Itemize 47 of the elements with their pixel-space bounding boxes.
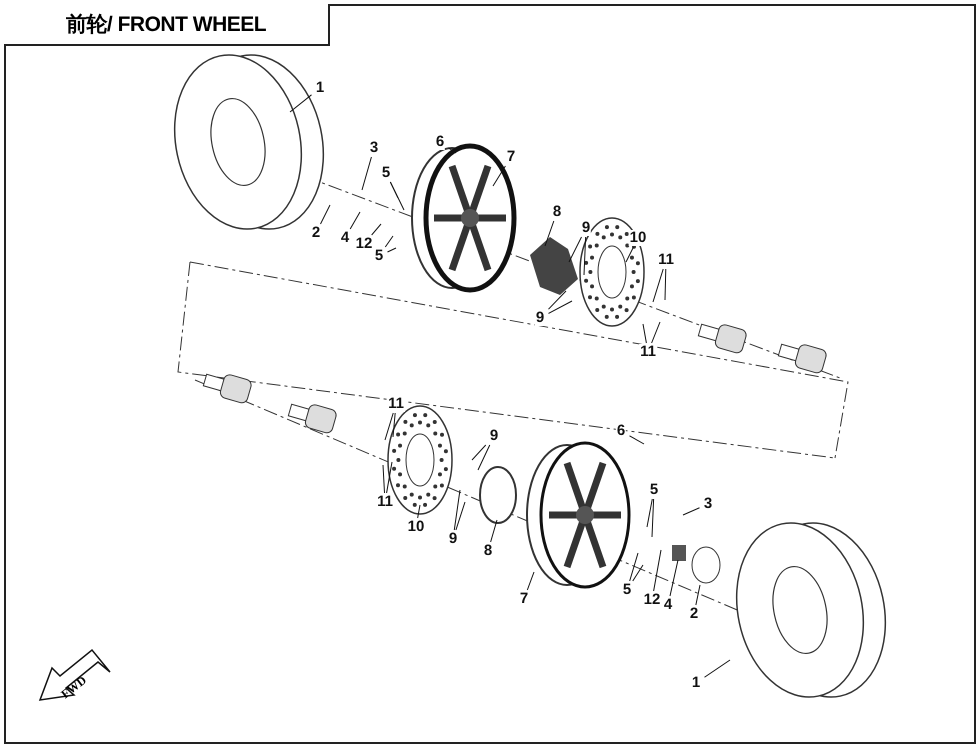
leader-line (390, 182, 404, 210)
leader-line (492, 166, 506, 186)
leader-line (653, 550, 662, 592)
leader-line (526, 572, 534, 590)
leader-line (652, 498, 654, 538)
leader-line (646, 498, 653, 528)
leader-line (544, 220, 554, 246)
leader-line (629, 435, 644, 444)
leader-line (664, 268, 666, 300)
leader-line (695, 584, 700, 606)
leader-line (670, 560, 678, 596)
leader-line (490, 520, 498, 542)
leader-line (629, 552, 638, 582)
leader-line (652, 268, 664, 302)
leader-line (626, 246, 634, 262)
leader-line (392, 412, 396, 438)
leader-line (472, 444, 486, 460)
leader-line (371, 224, 382, 236)
callout-number: 6 (434, 134, 446, 150)
leader-line (448, 147, 456, 154)
title: 前轮/ FRONT WHEEL (4, 4, 330, 46)
leader-line (387, 248, 396, 252)
leader-line (417, 504, 420, 518)
leader-line (651, 322, 660, 344)
leader-line (384, 412, 394, 440)
leader-line (362, 156, 372, 190)
leader-line (320, 204, 330, 224)
leader-line (568, 236, 582, 262)
leader-line (386, 462, 392, 494)
callout-number: 9 (534, 310, 546, 326)
leader-line (478, 444, 490, 470)
callout-number: 9 (580, 220, 592, 236)
leader-line (454, 490, 460, 530)
leader-line (455, 502, 466, 530)
leader-line (350, 212, 360, 230)
callout-number: 11 (387, 396, 405, 412)
leader-line (384, 236, 394, 248)
leader-line (382, 464, 386, 494)
leader-line (704, 660, 730, 678)
leader-line (682, 507, 700, 516)
leader-line (632, 564, 644, 582)
callout-number: 10 (628, 230, 648, 246)
leader-line (584, 236, 586, 276)
leader-line (290, 94, 312, 112)
leader-line (548, 290, 566, 310)
leader-line (642, 324, 647, 344)
leader-line (548, 300, 572, 314)
